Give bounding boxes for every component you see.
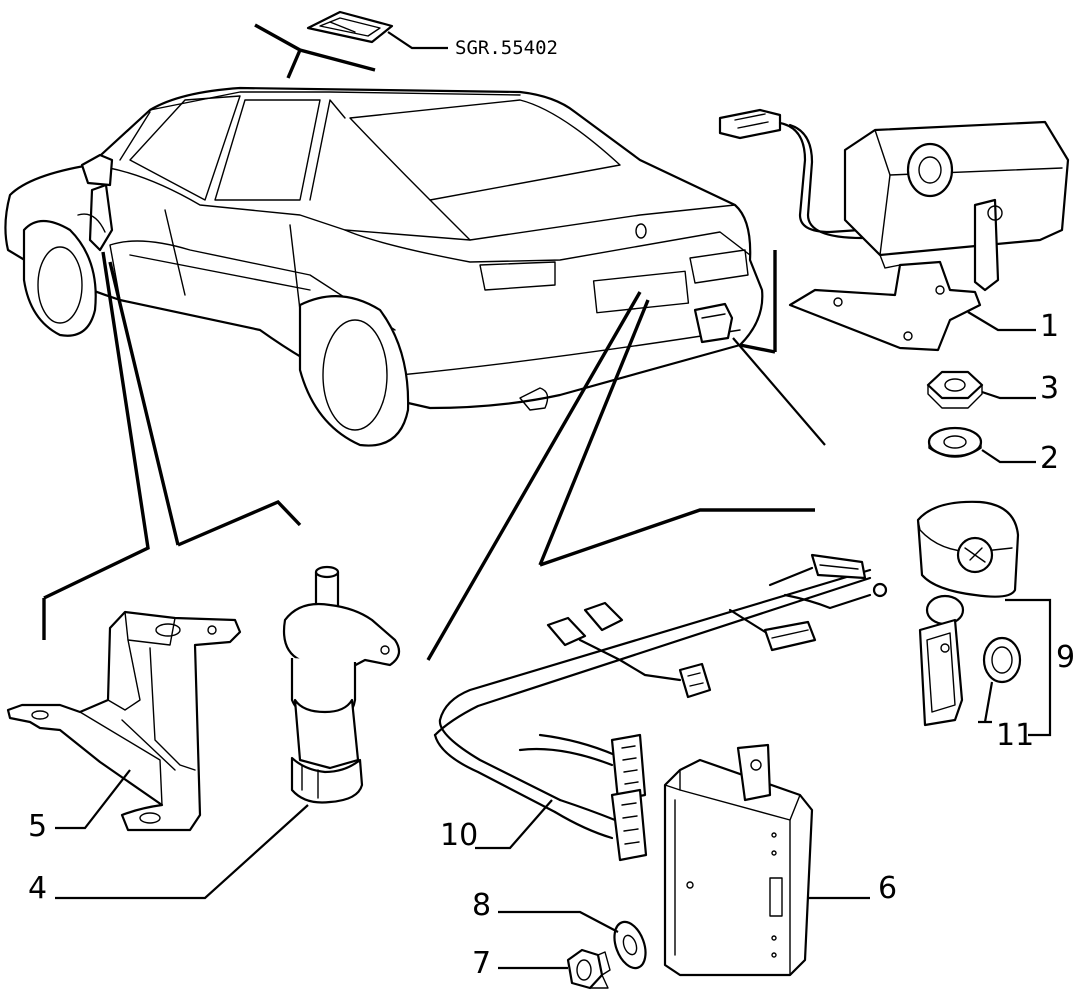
remote-key-fob [916, 500, 1020, 727]
leader-line-1 [967, 311, 1036, 332]
washer-8 [613, 920, 647, 970]
part-label-3: 3 [1040, 371, 1059, 406]
switch-bracket [6, 610, 242, 832]
part-label-7: 7 [472, 946, 491, 981]
nut-3 [926, 370, 984, 409]
part-label-6: 6 [878, 871, 897, 906]
leader-line-11 [978, 681, 994, 724]
part-label-9: 9 [1056, 640, 1075, 675]
leader-line-5 [55, 769, 131, 830]
reference-code: SGR.55402 [455, 37, 558, 59]
leader-line-8 [498, 910, 619, 933]
control-unit [663, 743, 814, 977]
leader-line-2 [981, 449, 1036, 464]
leader-line-10 [475, 799, 553, 850]
part-label-5: 5 [28, 809, 47, 844]
part-label-2: 2 [1040, 441, 1059, 476]
bracket-9 [1005, 598, 1052, 737]
reference-lines [42, 23, 826, 661]
part-label-10: 10 [440, 818, 478, 853]
leader-line-4 [55, 804, 309, 900]
wiring-harness [433, 553, 888, 862]
leader-line-3 [981, 390, 1036, 400]
part-label-11: 11 [996, 718, 1034, 753]
part-label-8: 8 [472, 888, 491, 923]
car-illustration [4, 86, 764, 447]
part-label-4: 4 [28, 871, 47, 906]
washer-2 [927, 426, 983, 458]
siren-unit [718, 108, 1070, 352]
battery-cell [982, 636, 1022, 684]
reference-icon [306, 10, 448, 50]
nut-7 [566, 948, 611, 990]
key-switch-cylinder [282, 565, 401, 804]
part-label-1: 1 [1040, 309, 1059, 344]
